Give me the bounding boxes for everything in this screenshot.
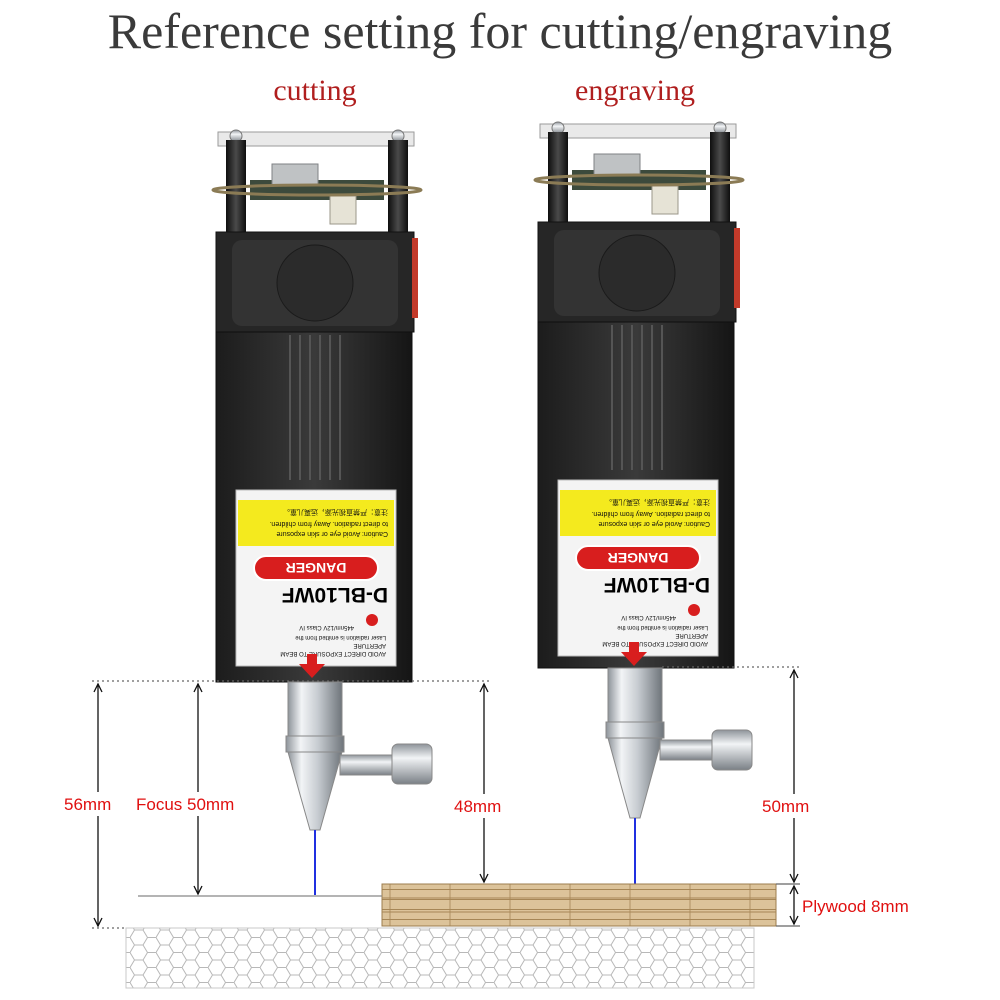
dimension-arrowheads (93, 682, 103, 928)
label-note-2: APERTURE (675, 632, 708, 638)
label-caution-en1: Caution: Avoid eye or skin exposure (598, 520, 710, 527)
label-note-3: AVOID DIRECT EXPOSURE TO BEAM (280, 650, 386, 656)
rubber-band (533, 173, 745, 187)
label-note-1: Laser radiation is emitted from the (617, 624, 708, 630)
honeycomb-bed (125, 927, 755, 989)
dimension-arrowheads (789, 884, 799, 926)
air-assist-fitting (711, 729, 753, 771)
dimension-48mm-label: 48mm (454, 797, 501, 816)
plywood-board (381, 883, 777, 927)
guide-rod (388, 140, 408, 242)
label-note-3: AVOID DIRECT EXPOSURE TO BEAM (602, 640, 708, 646)
dimension-arrowheads (789, 668, 799, 884)
cutting-heading: cutting (273, 74, 356, 107)
wire-icon (412, 238, 418, 318)
label-caution-en2: to direct radiation. Away from children. (591, 510, 710, 517)
dimension-arrowheads (193, 682, 203, 896)
laser-warning-icon (366, 614, 378, 626)
danger-badge (253, 555, 379, 581)
label-model: D-BL10WF (282, 583, 388, 606)
label-note-1: Laser radiation is emitted from the (295, 634, 386, 640)
fan-blade-icon (276, 244, 354, 322)
label-spec: 445nm/12V Class IV (299, 624, 354, 630)
label-backdrop (448, 794, 514, 818)
label-caution-cn: 注意：严禁直视光源，远离儿童。 (283, 508, 388, 517)
label-caution-en1: Caution: Avoid eye or skin exposure (276, 530, 388, 537)
danger-badge (575, 545, 701, 571)
plug-icon (329, 195, 357, 225)
focus-ring (605, 721, 665, 739)
label-model: D-BL10WF (604, 573, 710, 596)
warning-label: AVOID DIRECT EXPOSURE TO BEAM APERTURE L… (557, 479, 719, 657)
label-backdrop (134, 792, 262, 816)
dimension-56mm-label: 56mm (64, 795, 111, 814)
label-danger: DANGER (286, 560, 347, 576)
engraving-laser-module: AVOID DIRECT EXPOSURE TO BEAM APERTURE L… (533, 121, 753, 884)
plug-icon (651, 185, 679, 215)
warning-label: AVOID DIRECT EXPOSURE TO BEAM APERTURE L… (235, 489, 397, 667)
label-spec: 445nm/12V Class IV (621, 614, 676, 620)
connector-icon (593, 153, 641, 177)
measurement-lines (92, 666, 800, 929)
top-plate (217, 131, 415, 147)
wire-icon (734, 228, 740, 308)
air-assist-port (339, 754, 395, 776)
guide-rod (226, 140, 246, 242)
diagram-title: Reference setting for cutting/engraving (108, 3, 892, 59)
caution-panel (238, 500, 394, 546)
caution-panel (560, 490, 716, 536)
laser-warning-icon (688, 604, 700, 616)
label-danger: DANGER (608, 550, 669, 566)
down-arrow-icon (621, 642, 647, 666)
air-assist-fitting (391, 743, 433, 785)
nozzle-cone (607, 737, 663, 819)
nozzle-cone (287, 751, 343, 831)
label-backdrop (60, 792, 130, 816)
engraving-heading: engraving (575, 74, 695, 107)
fan-blade-icon (598, 234, 676, 312)
label-caution-cn: 注意：严禁直视光源，远离儿童。 (605, 498, 710, 507)
plywood-label: Plywood 8mm (802, 897, 909, 916)
cutting-laser-module: AVOID DIRECT EXPOSURE TO BEAM APERTURE L… (211, 129, 433, 895)
dimension-50mm-label: 50mm (762, 797, 809, 816)
air-assist-port (659, 739, 715, 761)
connector-icon (271, 163, 319, 187)
down-arrow-icon (299, 654, 325, 678)
focus-ring (285, 735, 345, 753)
label-note-2: APERTURE (353, 642, 386, 648)
dimension-arrowheads (479, 682, 489, 884)
label-caution-en2: to direct radiation. Away from children. (269, 520, 388, 527)
rubber-band (211, 183, 423, 197)
top-plate (539, 123, 737, 139)
dimension-focus-label: Focus 50mm (136, 795, 234, 814)
label-backdrop (756, 794, 828, 818)
